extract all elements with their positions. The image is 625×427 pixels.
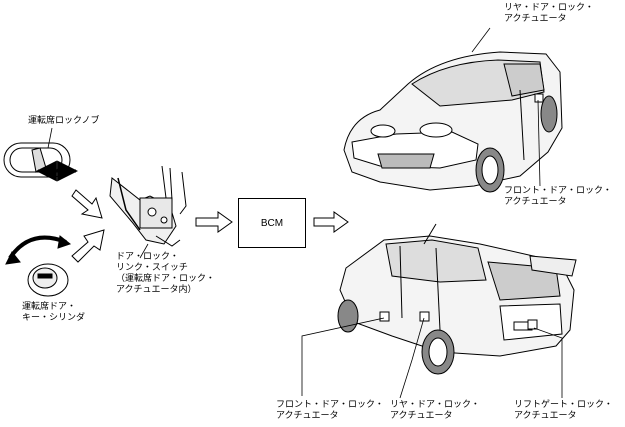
- driver-lock-knob-label: 運転席ロックノブ: [28, 116, 100, 126]
- car-front-illustration: [343, 51, 563, 193]
- front-door-actuator-right-label: フロント・ドア・ロック・ アクチュエータ: [504, 186, 612, 207]
- lock-knob-illustration: [3, 142, 79, 182]
- liftgate-actuator-label: リフトゲート・ロック・ アクチュエータ: [514, 400, 613, 421]
- door-lock-actuator-illustration: [109, 165, 187, 247]
- car-rear-illustration: [337, 235, 577, 375]
- hollow-arrow-from-knob: [71, 189, 103, 219]
- link-switch-leader: [139, 243, 149, 259]
- rear-door-top-leader: [471, 27, 491, 53]
- rear-door-bottom-leader: [399, 317, 425, 399]
- front-door-right-leader: [537, 99, 541, 187]
- key-cylinder-illustration: [5, 235, 72, 297]
- rear-door-actuator-top-label: リヤ・ドア・ロック・ アクチュエータ: [504, 3, 594, 24]
- door-lock-link-switch-label: ドア・ロック・ リンク・スイッチ （運転席ドア・ロック・ アクチュエータ内）: [116, 252, 215, 295]
- rear-door-actuator-bottom-label: リヤ・ドア・ロック・ アクチュエータ: [390, 400, 480, 421]
- hollow-arrow-from-cylinder: [71, 229, 105, 263]
- bcm-label: BCM: [260, 217, 284, 229]
- liftgate-leader: [533, 327, 563, 398]
- rear-car-antenna: [423, 223, 437, 245]
- lock-knob-leader: [47, 127, 53, 149]
- bcm-box: BCM: [238, 198, 306, 248]
- front-door-actuator-bottom-label: フロント・ドア・ロック・ アクチュエータ: [276, 400, 384, 421]
- hollow-arrow-to-bcm: [195, 211, 233, 233]
- front-door-bottom-leader: [301, 317, 385, 396]
- driver-key-cylinder-label: 運転席ドア・ キー・シリンダ: [22, 302, 86, 323]
- hollow-arrow-from-bcm: [313, 211, 349, 233]
